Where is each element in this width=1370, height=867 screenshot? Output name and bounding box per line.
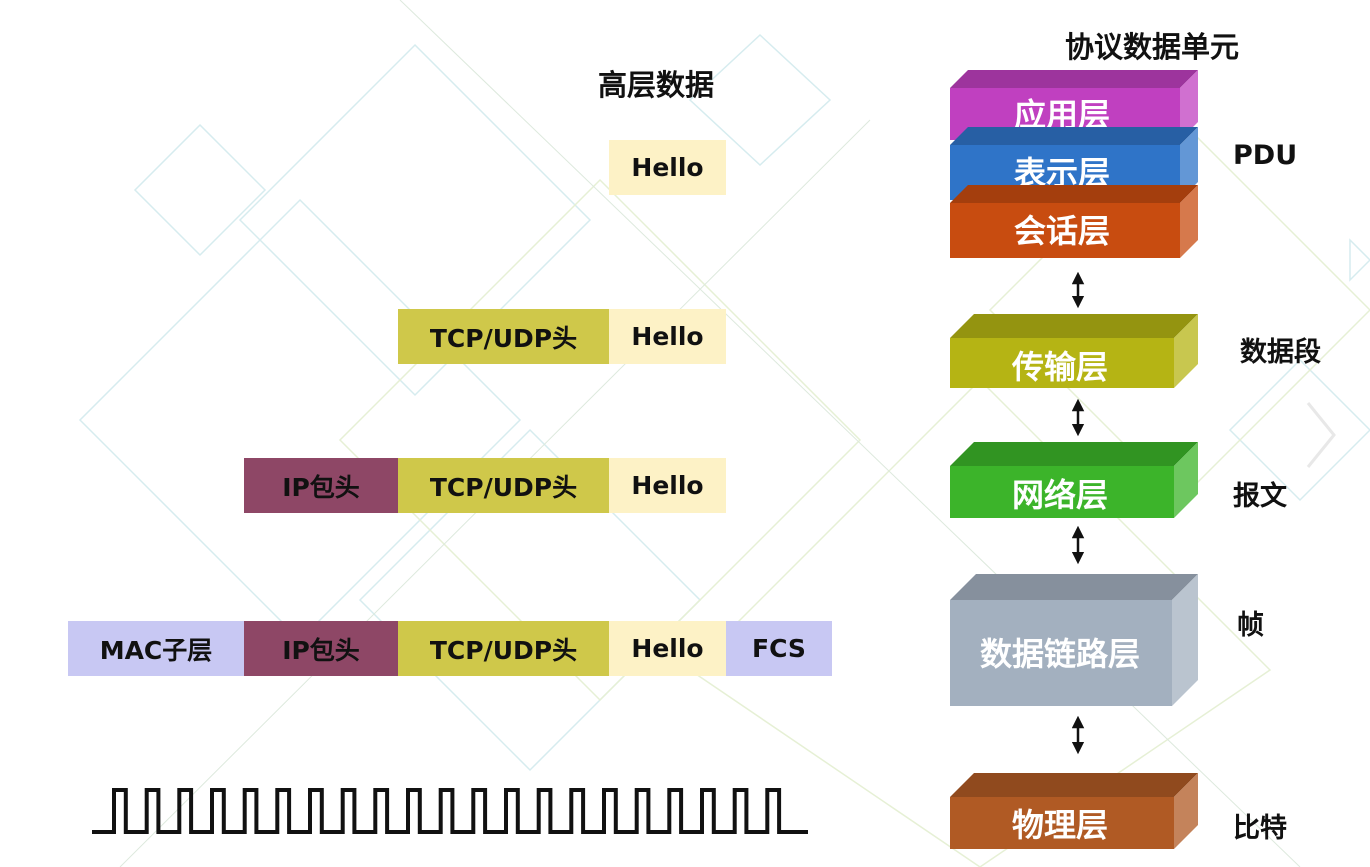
- pdu-label-physical: 比特: [1233, 813, 1287, 844]
- ip-header-cell: IP包头: [244, 621, 398, 676]
- layer-side-face: [1174, 773, 1198, 849]
- layer-side-face: [1180, 70, 1198, 140]
- pdu-label-network: 报文: [1233, 481, 1287, 512]
- layer-label: 数据链路层: [980, 635, 1140, 673]
- layer-label: 网络层: [1012, 476, 1108, 514]
- layer-network: 网络层: [950, 442, 1198, 518]
- hello-cell: Hello: [609, 621, 726, 676]
- pdu-label-datalink: 帧: [1237, 610, 1264, 641]
- layer-top-face: [950, 442, 1198, 466]
- layer-top-face: [950, 574, 1198, 600]
- layer-side-face: [1174, 442, 1198, 518]
- layer-physical: 物理层: [950, 773, 1198, 849]
- layer-top-face: [950, 314, 1198, 338]
- layer-label: 传输层: [1011, 348, 1108, 386]
- tcp-udp-header-cell: TCP/UDP头: [398, 458, 609, 513]
- high-level-data-heading: 高层数据: [598, 68, 715, 102]
- layer-top-face: [950, 185, 1198, 203]
- pdu-label-transport: 数据段: [1240, 337, 1321, 368]
- layer-top-face: [950, 773, 1198, 797]
- layer-front-face: [950, 466, 1174, 518]
- layer-front-face: [950, 203, 1180, 258]
- square-wave-line: [92, 788, 808, 834]
- protocol-data-unit-heading: 协议数据单元: [1065, 30, 1240, 64]
- layer-datalink: 数据链路层: [950, 574, 1198, 706]
- hello-cell: Hello: [609, 309, 726, 364]
- hello-cell: Hello: [609, 140, 726, 195]
- layer-front-face: [950, 600, 1172, 706]
- layer-front-face: [950, 338, 1174, 388]
- hello-cell: Hello: [609, 458, 726, 513]
- chevron-right-icon[interactable]: [1300, 395, 1340, 475]
- layer-front-face: [950, 797, 1174, 849]
- layer-transport: 传输层: [950, 314, 1198, 388]
- ip-header-cell: IP包头: [244, 458, 398, 513]
- layer-side-face: [1180, 185, 1198, 258]
- layer-side-face: [1172, 574, 1198, 706]
- layer-session: 会话层: [950, 185, 1198, 258]
- mac-sublayer-cell: MAC子层: [68, 621, 244, 676]
- layer-side-face: [1180, 127, 1198, 200]
- layer-label: 物理层: [1012, 806, 1108, 844]
- layer-label: 会话层: [1014, 212, 1110, 250]
- tcp-udp-header-cell: TCP/UDP头: [398, 309, 609, 364]
- fcs-cell: FCS: [726, 621, 832, 676]
- tcp-udp-header-cell: TCP/UDP头: [398, 621, 609, 676]
- layer-top-face: [950, 70, 1198, 88]
- pdu-label-upper: PDU: [1233, 140, 1298, 171]
- layer-top-face: [950, 127, 1198, 145]
- layer-side-face: [1174, 314, 1198, 388]
